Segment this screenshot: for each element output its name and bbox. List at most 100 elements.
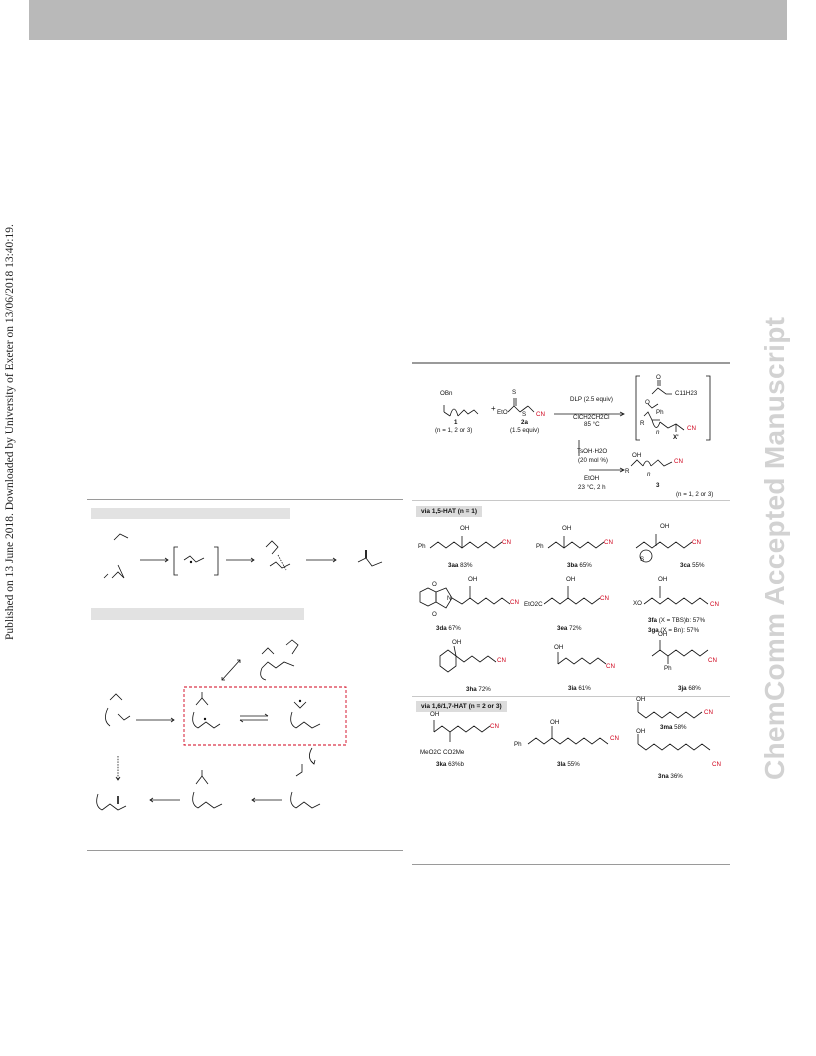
oh-3da: OH — [468, 576, 478, 583]
cn-3na: CN — [712, 761, 721, 768]
label-3la: 3la 55% — [557, 761, 580, 768]
section-1617-hat: via 1,6/1,7-HAT (n = 2 or 3) — [416, 701, 507, 712]
id-3ma: 3ma — [660, 724, 673, 731]
oh-3ia: OH — [554, 644, 564, 651]
intermediate-o-top: O — [656, 374, 661, 381]
yield-3na: 36% — [670, 773, 683, 780]
o-top-3da: O — [432, 581, 437, 588]
condition-time: 23 °C, 2 h — [578, 484, 606, 491]
left-scheme-top-rule — [87, 499, 403, 500]
oh-3ea: OH — [566, 576, 576, 583]
left-scheme-top-structures — [103, 533, 383, 579]
sub-3ja: Ph — [664, 665, 672, 672]
oh-3ca: OH — [660, 523, 670, 530]
id-3la: 3la — [557, 761, 566, 768]
product-skeletons-row4 — [433, 702, 711, 751]
cn-3fa: CN — [710, 601, 719, 608]
condition-solvent: ClCH2CH2Cl — [573, 414, 610, 421]
id-3da: 3da — [436, 625, 447, 632]
label-3ca: 3ca 55% — [680, 562, 705, 569]
product-skeletons-row3 — [439, 640, 709, 673]
sub-3aa: Ph — [418, 543, 426, 550]
condition-etoh: EtOH — [584, 475, 600, 482]
cn-3aa: CN — [502, 539, 511, 546]
condition-dlp: DLP (2.5 equiv) — [570, 396, 613, 403]
left-scheme-bar-1 — [91, 508, 290, 519]
reactant1-obn: OBn — [440, 390, 453, 397]
yield-3da: 67% — [448, 625, 461, 632]
cn-3ha: CN — [497, 657, 506, 664]
reactant1-n-note: (n = 1, 2 or 3) — [435, 427, 473, 434]
id-3ia: 3ia — [568, 685, 577, 692]
sub-3ea: EtO2C — [524, 601, 543, 608]
oh-3ja: OH — [658, 631, 668, 638]
o-bot-3da: O — [432, 611, 437, 618]
label-3ia: 3ia 61% — [568, 685, 591, 692]
label-3da: 3da 67% — [436, 625, 461, 632]
right-scheme-top-rule — [412, 362, 730, 364]
label-3ka: 3ka 63%b — [436, 761, 464, 768]
yield-3la: 55% — [567, 761, 580, 768]
oh-3na: OH — [636, 728, 646, 735]
yield-3fa: (X = TBS)b: 57% — [658, 617, 706, 624]
yield-3ia: 61% — [578, 685, 591, 692]
label-3ma: 3ma 58% — [660, 724, 687, 731]
sub-3ba: Ph — [536, 543, 544, 550]
id-3ba: 3ba — [567, 562, 578, 569]
oh-3ha: OH — [452, 639, 462, 646]
id-3ka: 3ka — [436, 761, 447, 768]
label-3na: 3na 36% — [658, 773, 683, 780]
right-scheme-divider-1 — [412, 500, 730, 501]
id-3na: 3na — [658, 773, 669, 780]
intermediate-o: O — [645, 399, 650, 406]
reagent-s-top: S — [512, 389, 517, 396]
yield-3ma: 58% — [674, 724, 687, 731]
plus-sign: + — [491, 404, 496, 413]
sub-3fa: XO — [633, 600, 642, 607]
oh-3ba: OH — [562, 525, 572, 532]
condition-temp: 85 °C — [584, 421, 600, 428]
product-n: n — [647, 471, 651, 478]
yield-3ca: 55% — [692, 562, 705, 569]
yield-3ja: 68% — [688, 685, 701, 692]
label-3ha: 3ha 72% — [466, 686, 491, 693]
reagent-label: 2a — [521, 419, 528, 426]
reactant1-label: 1 — [454, 419, 458, 426]
intermediate-n: n — [656, 429, 660, 436]
product-n-note: (n = 1, 2 or 3) — [676, 491, 714, 498]
reagent-eto: EtO — [497, 409, 508, 416]
reagent-s: S — [522, 411, 527, 418]
oh-3ma: OH — [636, 696, 646, 703]
condition-tsoh: TsOH·H2O — [577, 448, 608, 455]
cn-3ka: CN — [490, 723, 499, 730]
label-3fa: 3fa (X = TBS)b: 57% — [648, 617, 706, 624]
main-reaction-structures — [443, 375, 711, 473]
oh-3la: OH — [550, 719, 560, 726]
left-scheme-bottom-structures — [96, 639, 347, 811]
label-3ga: 3ga (X = Bn): 57% — [648, 627, 699, 634]
intermediate-c11: C11H23 — [675, 390, 698, 397]
id-3ea: 3ea — [557, 625, 568, 632]
left-scheme-bar-2 — [91, 608, 304, 620]
reagent-equiv: (1.5 equiv) — [510, 427, 540, 434]
yield-3ba: 65% — [579, 562, 592, 569]
sub-3da: N — [447, 595, 452, 602]
condition-mol: (20 mol %) — [578, 457, 608, 464]
oh-3fa: OH — [658, 576, 668, 583]
label-3ba: 3ba 65% — [567, 562, 592, 569]
product-cn: CN — [674, 458, 683, 465]
id-3fa: 3fa — [648, 617, 657, 624]
sub-3ca: S — [640, 556, 645, 563]
cn-3ea: CN — [600, 595, 609, 602]
section-15-hat: via 1,5-HAT (n = 1) — [416, 506, 483, 517]
yield-3ha: 72% — [478, 686, 491, 693]
yield-3ea: 72% — [569, 625, 582, 632]
cn-3ba: CN — [604, 539, 613, 546]
product-skeletons-row2 — [419, 586, 709, 609]
id-3ha: 3ha — [466, 686, 477, 693]
cn-3la: CN — [610, 735, 619, 742]
yield-3ka: 63%b — [448, 761, 464, 768]
intermediate-cn: CN — [687, 425, 696, 432]
id-3ja: 3ja — [678, 685, 687, 692]
